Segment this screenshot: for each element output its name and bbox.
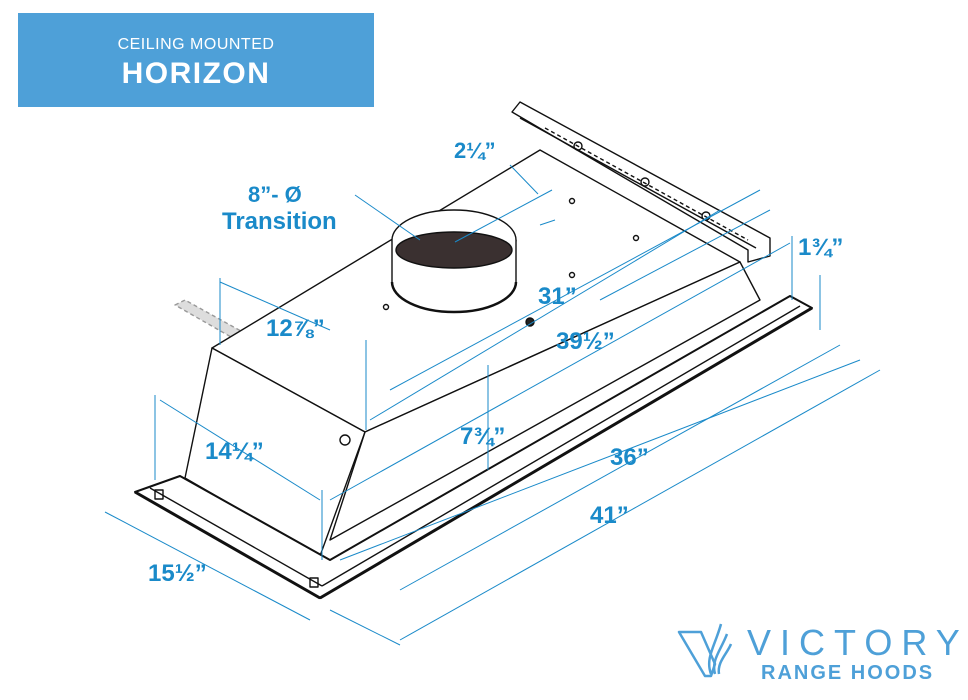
flange-height-label: 1¾”	[798, 234, 844, 261]
inner-length-label: 36”	[610, 444, 649, 471]
duct-offset-label: 2¼”	[454, 138, 496, 163]
top-length-label: 31”	[538, 283, 577, 310]
victory-logo: VICTORY RANGE HOODS	[675, 618, 960, 688]
brand-name: VICTORY	[747, 622, 968, 663]
outer-depth-label: 15½”	[148, 560, 207, 587]
product-banner: CEILING MOUNTED HORIZON	[18, 13, 374, 107]
outer-length-label: 41”	[590, 502, 629, 529]
flame-v-icon	[677, 623, 733, 678]
top-depth-label: 12⅞”	[266, 315, 325, 342]
brand-tagline: RANGE HOODS	[761, 662, 935, 684]
duct-transition-label: Transition	[222, 208, 337, 235]
banner-title: HORIZON	[121, 57, 271, 90]
body-height-label: 7¾”	[460, 423, 506, 450]
body-depth-label: 14¼”	[205, 438, 264, 465]
banner-subtitle: CEILING MOUNTED	[117, 36, 275, 53]
body-length-label: 39½”	[556, 328, 615, 355]
duct-diameter-label: 8”- Ø	[248, 182, 302, 207]
